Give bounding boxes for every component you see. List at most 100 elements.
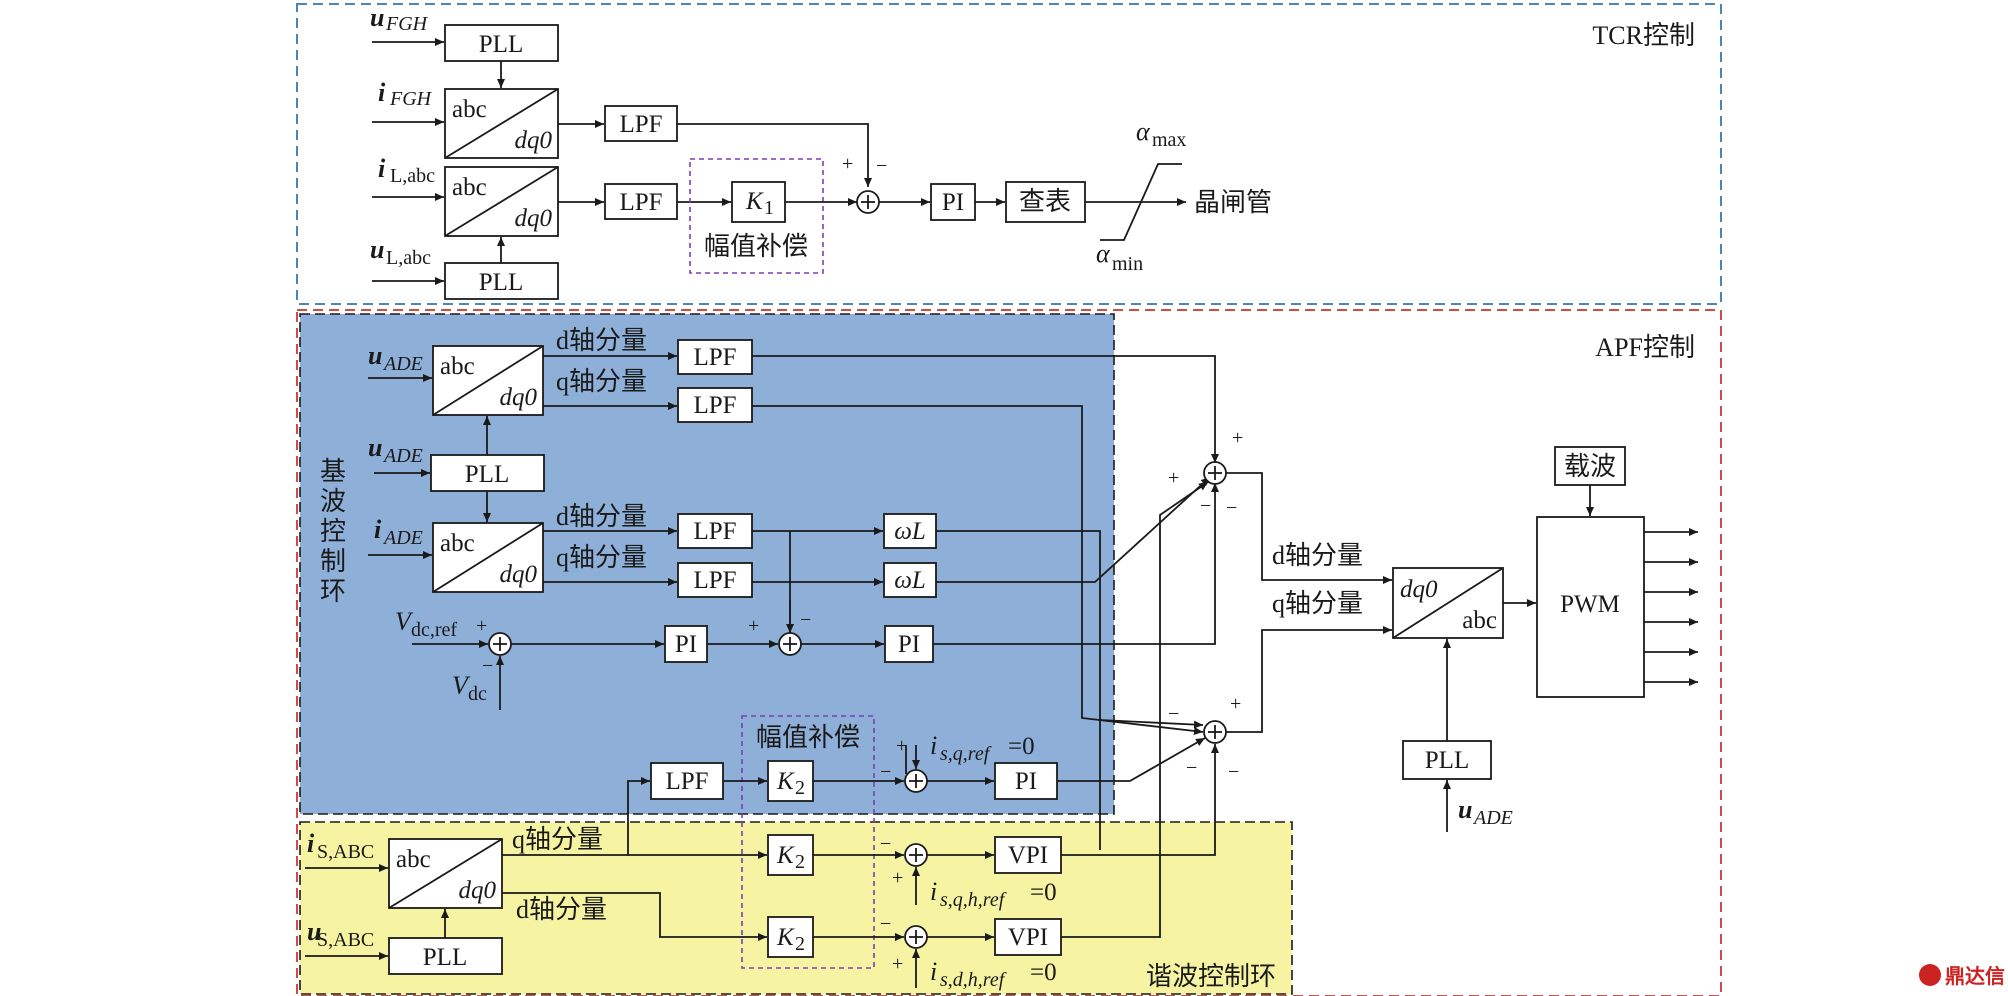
svg-text:q轴分量: q轴分量 (556, 543, 647, 572)
svg-text:s,q,h,ref: s,q,h,ref (940, 889, 1007, 911)
svg-text:PI: PI (675, 631, 697, 658)
svg-text:abc: abc (440, 530, 475, 557)
svg-text:−: − (1228, 761, 1239, 783)
svg-text:−: − (880, 761, 891, 783)
svg-text:2: 2 (795, 851, 805, 873)
svg-text:d轴分量: d轴分量 (556, 326, 647, 355)
svg-text:q轴分量: q轴分量 (1272, 589, 1363, 618)
svg-text:dq0: dq0 (1400, 576, 1438, 603)
svg-text:dq0: dq0 (459, 877, 497, 904)
svg-text:ADE: ADE (382, 527, 423, 549)
pi-block-isq (994, 762, 1058, 800)
svg-text:−: − (1168, 703, 1179, 725)
svg-text:α: α (1136, 117, 1151, 146)
lpf-block-apf-harm (650, 762, 724, 800)
svg-text:=0: =0 (1030, 959, 1057, 986)
svg-text:ADE: ADE (382, 353, 423, 375)
svg-text:+: + (1232, 427, 1243, 449)
harmonic-loop-label: 谐波控制环 (1146, 962, 1276, 991)
svg-text:−: − (880, 913, 891, 935)
apf-input-i-sabc: i S,ABC (307, 829, 374, 863)
svg-text:基: 基 (320, 457, 346, 486)
omega-l-block-1 (883, 513, 937, 549)
apf-input-i-ade: i ADE (374, 515, 423, 549)
svg-text:abc: abc (452, 96, 487, 123)
svg-text:i: i (930, 957, 937, 986)
tcr-input-u-fgh: u FGH (370, 3, 429, 35)
tcr-input-i-fgh: i FGH (378, 78, 433, 110)
svg-text:PWM: PWM (1560, 591, 1620, 618)
svg-text:u: u (370, 235, 384, 264)
apf-input-vdc-ref: V dc,ref (395, 607, 457, 641)
svg-text:V: V (452, 671, 471, 700)
svg-text:d轴分量: d轴分量 (1272, 541, 1363, 570)
tcr-title: TCR控制 (1592, 21, 1695, 50)
svg-text:+: + (476, 615, 487, 637)
k1-gain-block (731, 181, 786, 223)
svg-text:−: − (1200, 495, 1211, 517)
tcr-input-ul-abc: u L,abc (370, 235, 431, 269)
amplitude-compensation-label-tcr: 幅值补偿 (704, 232, 808, 261)
svg-text:dc: dc (468, 683, 487, 705)
summing-junction-harm-q (904, 843, 928, 867)
svg-text:dq0: dq0 (515, 127, 553, 154)
isqh-ref-label: i s,q,h,ref =0 (930, 877, 1057, 911)
summing-junction-harm-d (904, 925, 928, 949)
svg-text:+: + (892, 867, 903, 889)
pll-block-tcr-bottom (444, 262, 559, 300)
fundamental-loop-label: 基 波 控 制 环 (320, 457, 346, 606)
svg-text:鼎达信: 鼎达信 (1945, 964, 2005, 988)
pwm-output-arrows (1644, 528, 1698, 686)
pll-block-output (1402, 740, 1492, 780)
svg-text:abc: abc (1462, 607, 1497, 634)
svg-text:d轴分量: d轴分量 (516, 895, 607, 924)
svg-text:abc: abc (396, 846, 431, 873)
svg-text:LPF: LPF (665, 768, 708, 795)
svg-text:d轴分量: d轴分量 (556, 502, 647, 531)
pi-block-vdc (664, 625, 708, 663)
summing-junction-dc-current (778, 632, 802, 656)
svg-text:LPF: LPF (693, 518, 736, 545)
svg-text:−: − (482, 655, 493, 677)
apf-input-u-sabc: u S,ABC (307, 917, 374, 951)
svg-text:u: u (1458, 795, 1472, 824)
svg-text:制: 制 (320, 547, 346, 576)
svg-text:+: + (748, 615, 759, 637)
lpf-block-apf-4 (677, 562, 753, 598)
svg-text:载波: 载波 (1564, 452, 1616, 481)
svg-text:ωL: ωL (894, 518, 926, 545)
isdh-ref-label: i s,d,h,ref =0 (930, 957, 1057, 991)
svg-text:u: u (370, 3, 384, 32)
svg-text:dq0: dq0 (500, 384, 538, 411)
svg-text:−: − (800, 609, 811, 631)
k2-gain-block-3 (767, 916, 814, 958)
thyristor-output-label: 晶闸管 (1194, 188, 1272, 217)
svg-text:i: i (378, 154, 386, 183)
svg-text:q轴分量: q轴分量 (512, 825, 603, 854)
lpf-block-apf-1 (677, 339, 753, 375)
svg-text:u: u (368, 433, 382, 462)
svg-text:L,abc: L,abc (390, 165, 435, 187)
dq0-abc-transform: dq0 abc (1392, 567, 1504, 639)
apf-input-u-ade-1: u ADE (368, 341, 423, 375)
svg-text:VPI: VPI (1008, 924, 1048, 951)
svg-text:i: i (374, 515, 382, 544)
svg-text:PLL: PLL (479, 269, 523, 296)
summing-junction-isq (904, 769, 928, 793)
carrier-block (1554, 446, 1626, 486)
pwm-block (1536, 516, 1645, 698)
svg-text:K: K (745, 188, 764, 215)
svg-text:i: i (378, 78, 386, 107)
svg-text:i: i (930, 731, 937, 760)
svg-text:ωL: ωL (894, 567, 926, 594)
svg-text:K: K (776, 842, 795, 869)
amplitude-compensation-tcr (689, 158, 824, 274)
svg-text:+: + (896, 735, 907, 757)
svg-text:PI: PI (1015, 768, 1037, 795)
svg-text:FGH: FGH (389, 88, 433, 110)
svg-text:查表: 查表 (1019, 187, 1071, 216)
svg-text:−: − (876, 155, 887, 177)
svg-text:max: max (1152, 129, 1186, 151)
tcr-control-frame (296, 3, 1722, 305)
vpi-block-q (994, 836, 1062, 874)
